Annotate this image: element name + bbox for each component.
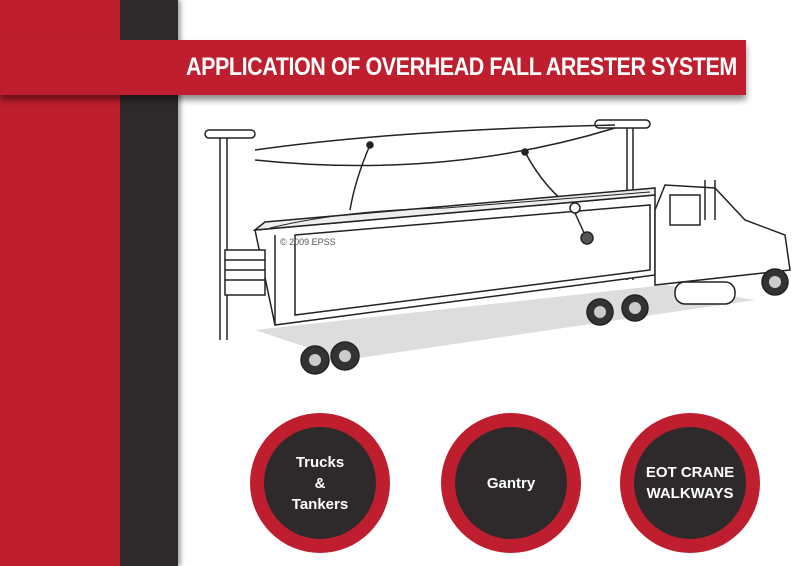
- application-gantry: Gantry: [441, 413, 581, 553]
- title-banner: [0, 40, 746, 95]
- page-title: APPLICATION OF OVERHEAD FALL ARESTER SYS…: [186, 53, 737, 81]
- application-eot-crane-walkways: EOT CRANE WALKWAYS: [620, 413, 760, 553]
- application-label-line: Trucks: [295, 453, 345, 471]
- application-trucks-tankers: Trucks & Tankers: [250, 413, 390, 553]
- truck-fall-arrest-illustration: © 2009 EPSS: [204, 119, 791, 375]
- application-label-line: EOT CRANE: [645, 464, 735, 481]
- application-label-line: &: [314, 474, 326, 492]
- application-label-line: WALKWAYS: [646, 485, 734, 502]
- copyright-text: © 2009 EPSS: [280, 237, 336, 247]
- application-label-line: Tankers: [291, 495, 349, 513]
- application-label-line: Gantry: [486, 474, 536, 492]
